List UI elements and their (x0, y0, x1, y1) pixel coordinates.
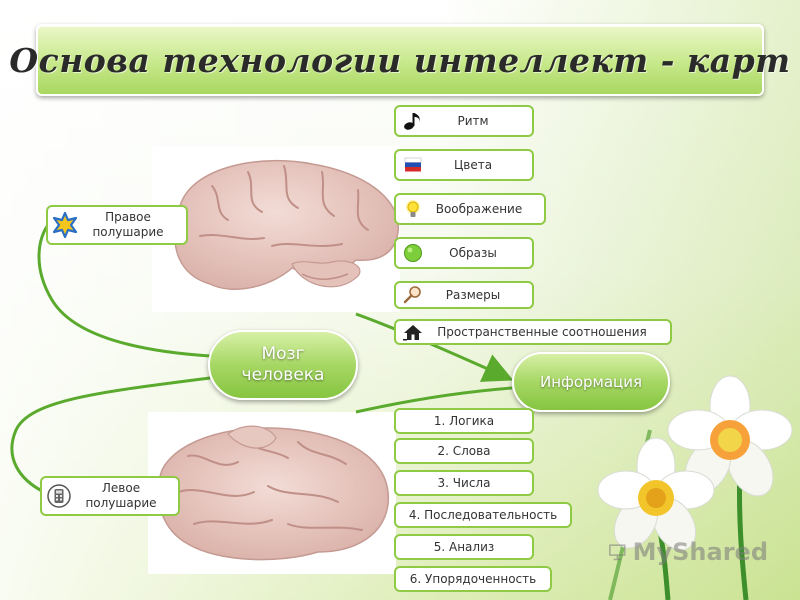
right-item-sizes: Размеры (394, 281, 534, 309)
left-item-label: 5. Анализ (433, 540, 495, 554)
left-item-label: 6. Упорядоченность (409, 572, 537, 586)
left-item-logic: 1. Логика (394, 408, 534, 434)
daffodil-decoration (597, 375, 793, 600)
left-item-analysis: 5. Анализ (394, 534, 534, 560)
right-item-label: Размеры (445, 288, 501, 302)
magnifier-icon (403, 286, 421, 304)
left-item-numbers: 3. Числа (394, 470, 534, 496)
brain-bottom-drawing (157, 425, 389, 561)
watermark-logo: MyShared (608, 534, 768, 570)
brain-top-drawing (174, 159, 399, 290)
left-item-label: 4. Последовательность (408, 508, 558, 522)
left-hemisphere-label: Левое полушарие (85, 481, 157, 510)
calculator-icon (47, 484, 71, 508)
music-note-icon (404, 113, 420, 130)
right-item-spatial-relations: Пространственные соотношения (394, 319, 672, 345)
center-node: Мозг человека (208, 330, 358, 400)
left-hemisphere-node: Левое полушарие (40, 476, 180, 516)
green-ball-icon (404, 244, 422, 262)
left-item-sequence: 4. Последовательность (394, 502, 572, 528)
right-item-imagination: Воображение (394, 193, 546, 225)
lightbulb-icon (406, 200, 420, 217)
left-item-orderliness: 6. Упорядоченность (394, 566, 552, 592)
right-item-label: Воображение (435, 202, 523, 216)
star-icon (52, 212, 78, 238)
right-hemisphere-label: Правое полушарие (92, 210, 164, 239)
right-item-label: Пространственные соотношения (437, 325, 647, 339)
right-item-rhythm: Ритм (394, 105, 534, 137)
right-item-label: Цвета (453, 158, 493, 172)
house-icon (403, 325, 422, 341)
center-node-label: Мозг человека (241, 344, 325, 385)
presentation-board-icon (609, 544, 626, 561)
information-node-label: Информация (539, 373, 643, 391)
connector-bottom-to-information (355, 386, 513, 414)
left-item-label: 1. Логика (433, 414, 495, 428)
watermark-text: MyShared (632, 538, 768, 566)
right-item-colors: Цвета (394, 149, 534, 181)
left-item-words: 2. Слова (394, 438, 534, 464)
brain-illustration-top (152, 146, 400, 312)
right-item-images: Образы (394, 237, 534, 269)
left-item-label: 2. Слова (437, 444, 491, 458)
connector-center-to-left (10, 376, 211, 494)
brain-illustration-bottom (148, 412, 396, 574)
flag-icon (404, 157, 422, 172)
right-item-label: Ритм (457, 114, 489, 128)
right-item-label: Образы (449, 246, 497, 260)
information-node: Информация (512, 352, 670, 412)
connector-center-to-right (37, 221, 211, 358)
daffodil-flower-left (597, 437, 715, 551)
slide-title: Основа технологии интеллект - карт (9, 40, 791, 80)
title-banner: Основа технологии интеллект - карт (9, 24, 790, 96)
right-hemisphere-node: Правое полушарие (46, 205, 188, 245)
left-item-label: 3. Числа (437, 476, 491, 490)
